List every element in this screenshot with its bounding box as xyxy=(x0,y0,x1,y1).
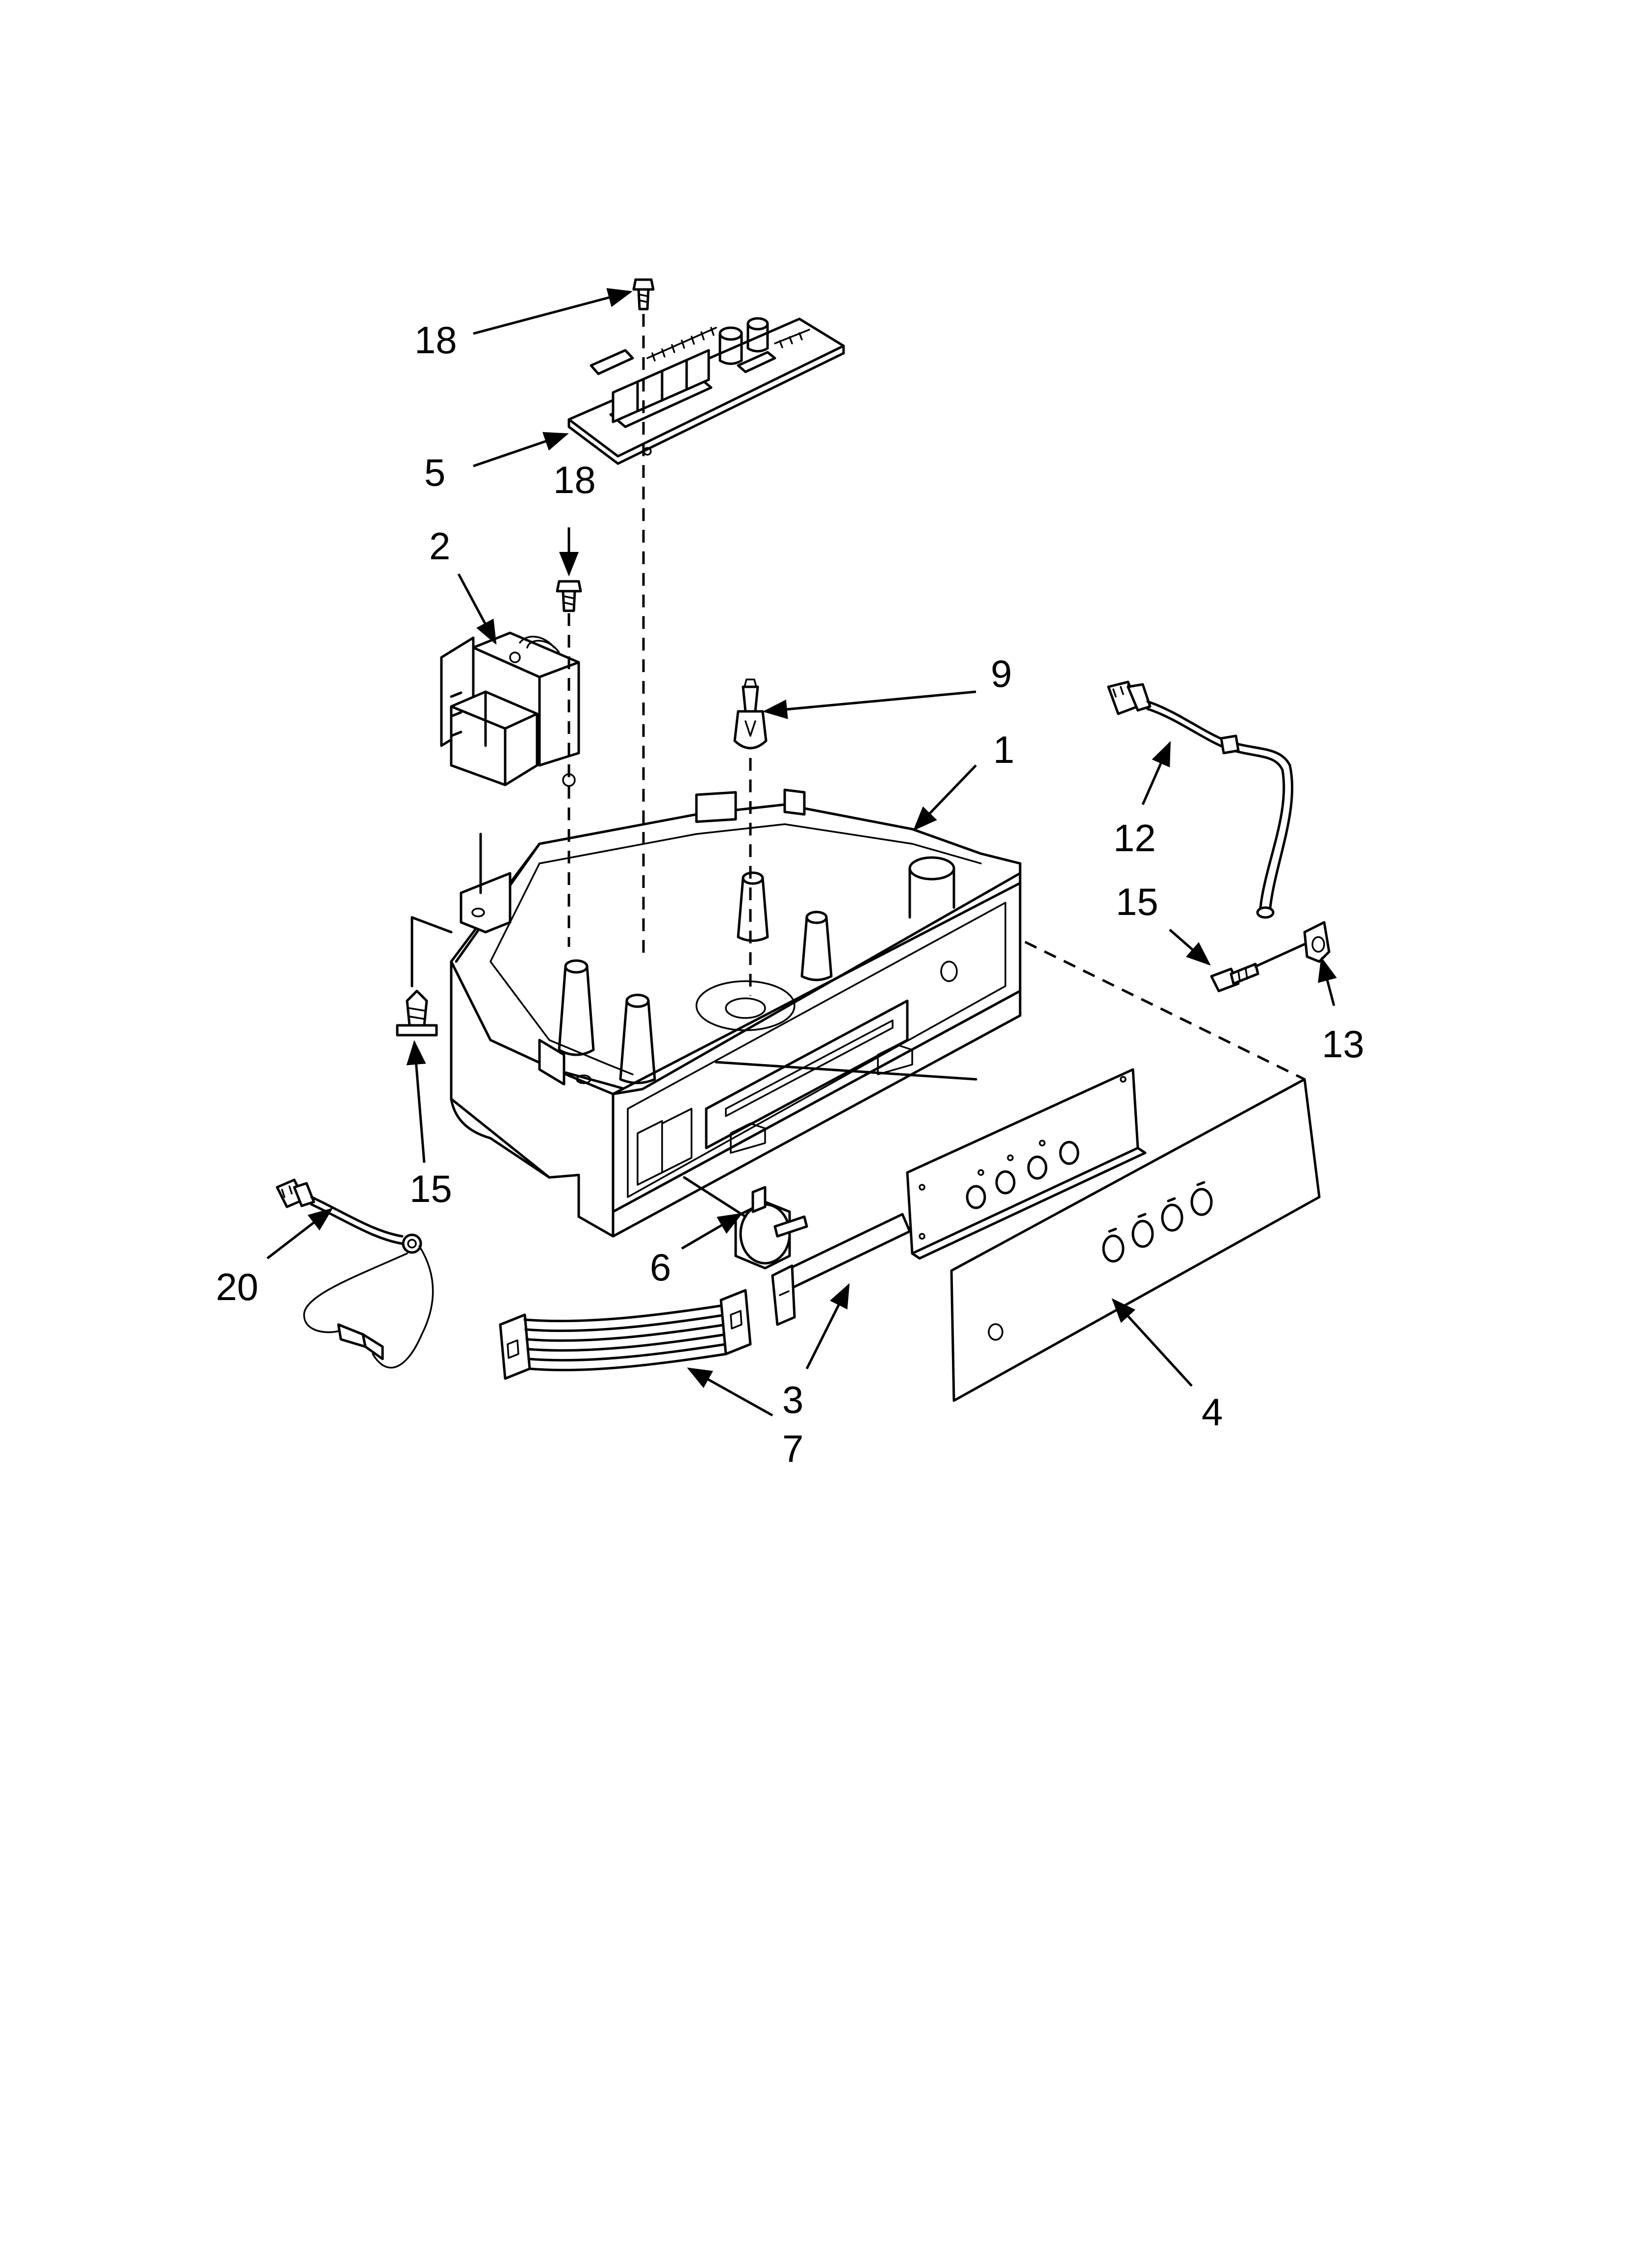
screw-15-left xyxy=(396,990,438,1037)
control-board-5 xyxy=(567,317,845,465)
screw-18-top xyxy=(632,278,655,311)
callout-7: 7 xyxy=(782,1427,803,1470)
control-housing-1 xyxy=(450,788,1022,1238)
ribbon-harness-7 xyxy=(499,1289,752,1380)
screw-18-mid xyxy=(556,580,582,612)
wire-sensor-20 xyxy=(276,1178,434,1369)
alignment-dashes xyxy=(410,314,1306,1081)
callout-labels: 18 5 18 2 9 1 12 15 13 15 6 20 3 7 4 xyxy=(216,318,1364,1470)
lamp-9 xyxy=(733,678,768,750)
callout-12: 12 xyxy=(1113,816,1156,860)
callout-6: 6 xyxy=(650,1246,671,1289)
callout-13: 13 xyxy=(1322,1022,1364,1066)
housing-posts xyxy=(558,856,955,1084)
callout-9: 9 xyxy=(991,652,1012,695)
clip-13 xyxy=(1254,921,1331,968)
callout-1: 1 xyxy=(993,728,1014,771)
switch-6 xyxy=(683,1176,808,1270)
callout-18-mid: 18 xyxy=(553,458,596,501)
wire-harness-12 xyxy=(1107,680,1294,919)
flex-circuit-3 xyxy=(771,1068,1147,1326)
callout-15-left: 15 xyxy=(410,1167,452,1210)
callout-arrows xyxy=(266,288,1337,1417)
callout-20: 20 xyxy=(216,1265,258,1308)
callout-15-right: 15 xyxy=(1116,880,1158,923)
callout-2: 2 xyxy=(429,524,450,568)
transformer-2 xyxy=(440,631,580,787)
callout-3: 3 xyxy=(782,1378,803,1421)
callout-5: 5 xyxy=(424,451,445,494)
callout-18-top: 18 xyxy=(414,318,457,362)
callout-4: 4 xyxy=(1202,1390,1223,1434)
screw-15-right xyxy=(1210,963,1259,992)
overlay-panel-4 xyxy=(950,1078,1321,1402)
